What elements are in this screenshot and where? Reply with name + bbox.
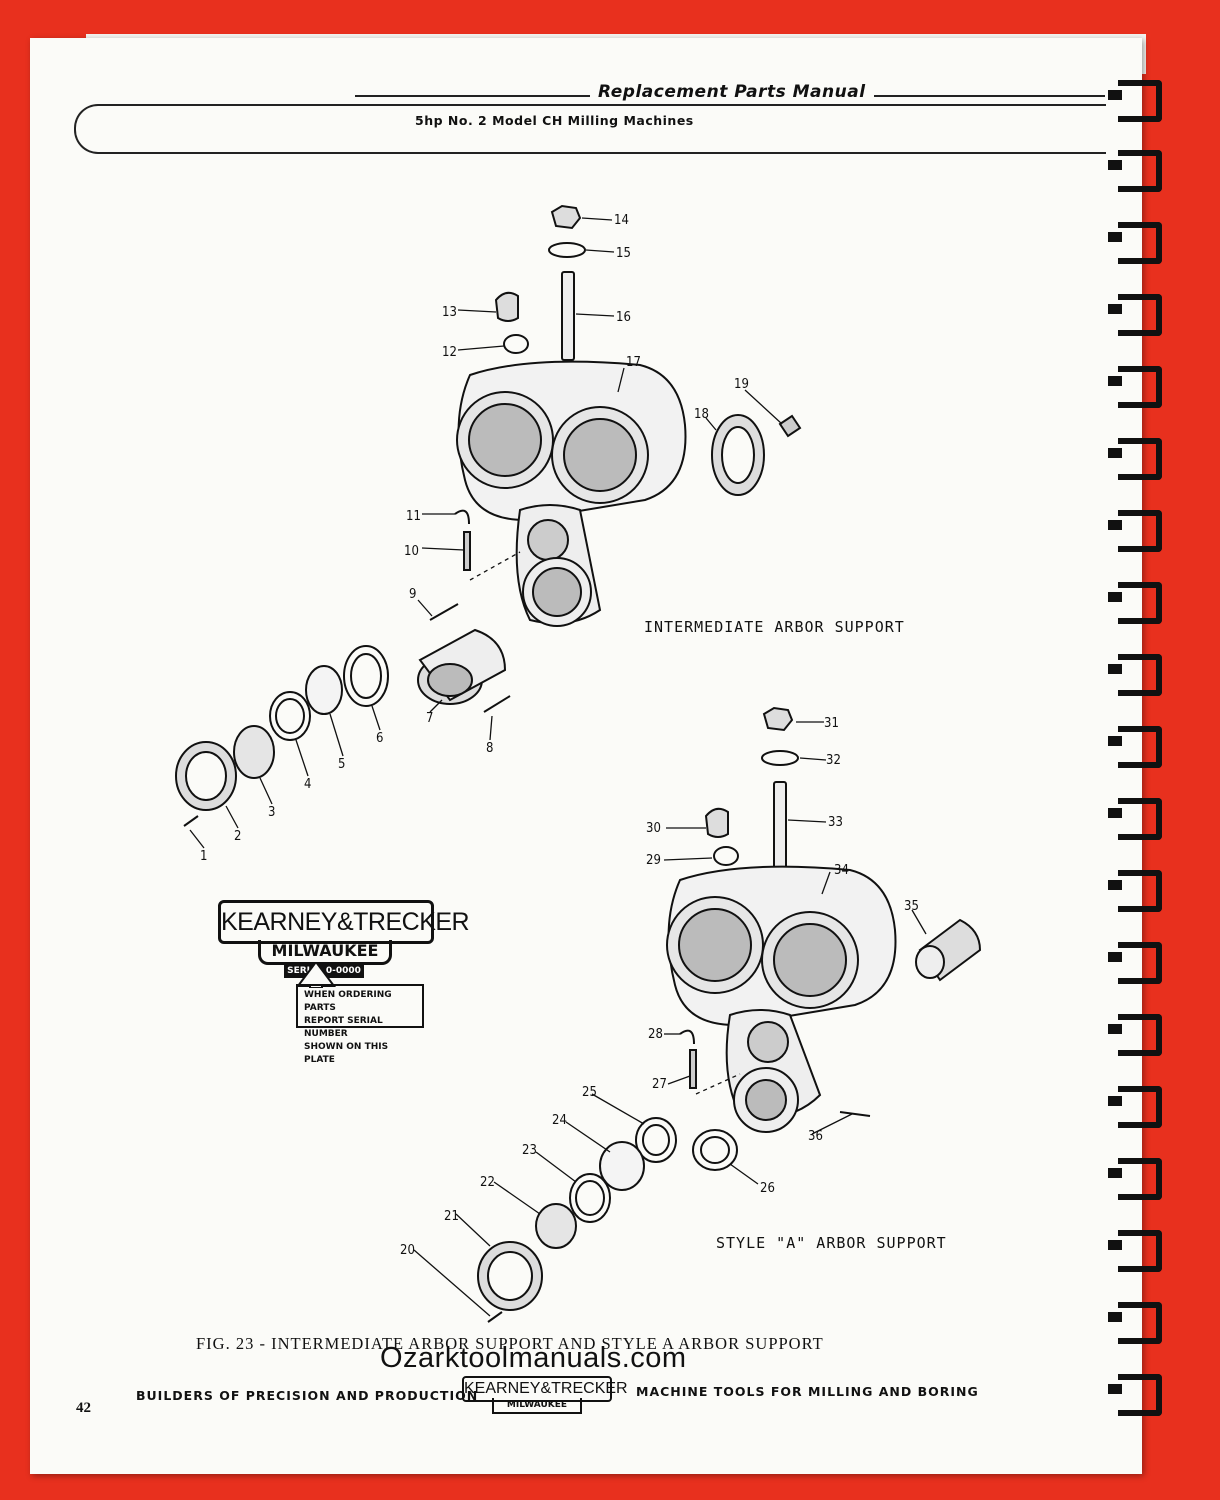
part-label-18: 18 xyxy=(694,407,709,422)
part-label-10: 10 xyxy=(404,544,419,559)
spiral-binding xyxy=(1108,70,1172,1470)
part-label-5: 5 xyxy=(338,757,345,772)
part-label-17: 17 xyxy=(626,355,641,370)
page-number: 42 xyxy=(76,1400,91,1416)
arrow-up-icon xyxy=(296,962,336,988)
part-label-16: 16 xyxy=(616,310,631,325)
part-label-19: 19 xyxy=(734,377,749,392)
part-label-7: 7 xyxy=(426,711,433,726)
part-label-28: 28 xyxy=(648,1027,663,1042)
note-line-2: REPORT SERIAL NUMBER xyxy=(304,1016,383,1039)
footer-logo: KEARNEY&TRECKER MILWAUKEE xyxy=(462,1376,628,1416)
part-label-23: 23 xyxy=(522,1143,537,1158)
footer-logo-city: MILWAUKEE xyxy=(492,1398,582,1414)
part-label-15: 15 xyxy=(616,246,631,261)
part-label-34: 34 xyxy=(834,863,849,878)
note-line-3: SHOWN ON THIS PLATE xyxy=(304,1042,389,1065)
part-number-labels: 14 15 16 13 12 17 19 18 11 10 9 7 8 6 5 … xyxy=(200,213,919,1258)
part-label-30: 30 xyxy=(646,821,661,836)
intermediate-arbor-caption: INTERMEDIATE ARBOR SUPPORT xyxy=(644,618,905,636)
part-label-29: 29 xyxy=(646,853,661,868)
watermark: Ozarktoolmanuals.com xyxy=(380,1342,687,1374)
manual-subtitle: 5hp No. 2 Model CH Milling Machines xyxy=(415,113,694,128)
part-label-25: 25 xyxy=(582,1085,597,1100)
part-label-21: 21 xyxy=(444,1209,459,1224)
part-label-6: 6 xyxy=(376,731,383,746)
part-label-35: 35 xyxy=(904,899,919,914)
part-label-4: 4 xyxy=(304,777,311,792)
part-label-33: 33 xyxy=(828,815,843,830)
footer-right-text: MACHINE TOOLS FOR MILLING AND BORING xyxy=(636,1384,979,1399)
part-label-8: 8 xyxy=(486,741,493,756)
footer-left-text: BUILDERS OF PRECISION AND PRODUCTION xyxy=(136,1388,479,1403)
part-label-32: 32 xyxy=(826,753,841,768)
part-label-22: 22 xyxy=(480,1175,495,1190)
serial-order-note: WHEN ORDERING PARTS REPORT SERIAL NUMBER… xyxy=(296,984,424,1065)
part-label-36: 36 xyxy=(808,1129,823,1144)
footer-logo-brand: KEARNEY&TRECKER xyxy=(462,1376,628,1402)
note-line-1: WHEN ORDERING PARTS xyxy=(304,990,392,1013)
manual-title: Replacement Parts Manual xyxy=(590,82,874,102)
part-label-2: 2 xyxy=(234,829,241,844)
part-label-3: 3 xyxy=(268,805,275,820)
nameplate-city: MILWAUKEE xyxy=(258,940,392,965)
nameplate-brand: KEARNEY&TRECKER xyxy=(218,900,470,944)
style-a-arbor-caption: STYLE "A" ARBOR SUPPORT xyxy=(716,1234,947,1252)
part-label-20: 20 xyxy=(400,1243,415,1258)
part-label-26: 26 xyxy=(760,1181,775,1196)
header-frame xyxy=(74,104,1106,154)
figure-caption: FIG. 23 - INTERMEDIATE ARBOR SUPPORT AND… xyxy=(196,1334,824,1353)
part-label-14: 14 xyxy=(614,213,629,228)
part-label-31: 31 xyxy=(824,716,839,731)
part-label-11: 11 xyxy=(406,509,421,524)
part-label-12: 12 xyxy=(442,345,457,360)
part-label-9: 9 xyxy=(409,587,416,602)
part-label-27: 27 xyxy=(652,1077,667,1092)
part-label-1: 1 xyxy=(200,849,207,864)
part-label-13: 13 xyxy=(442,305,457,320)
part-label-24: 24 xyxy=(552,1113,567,1128)
